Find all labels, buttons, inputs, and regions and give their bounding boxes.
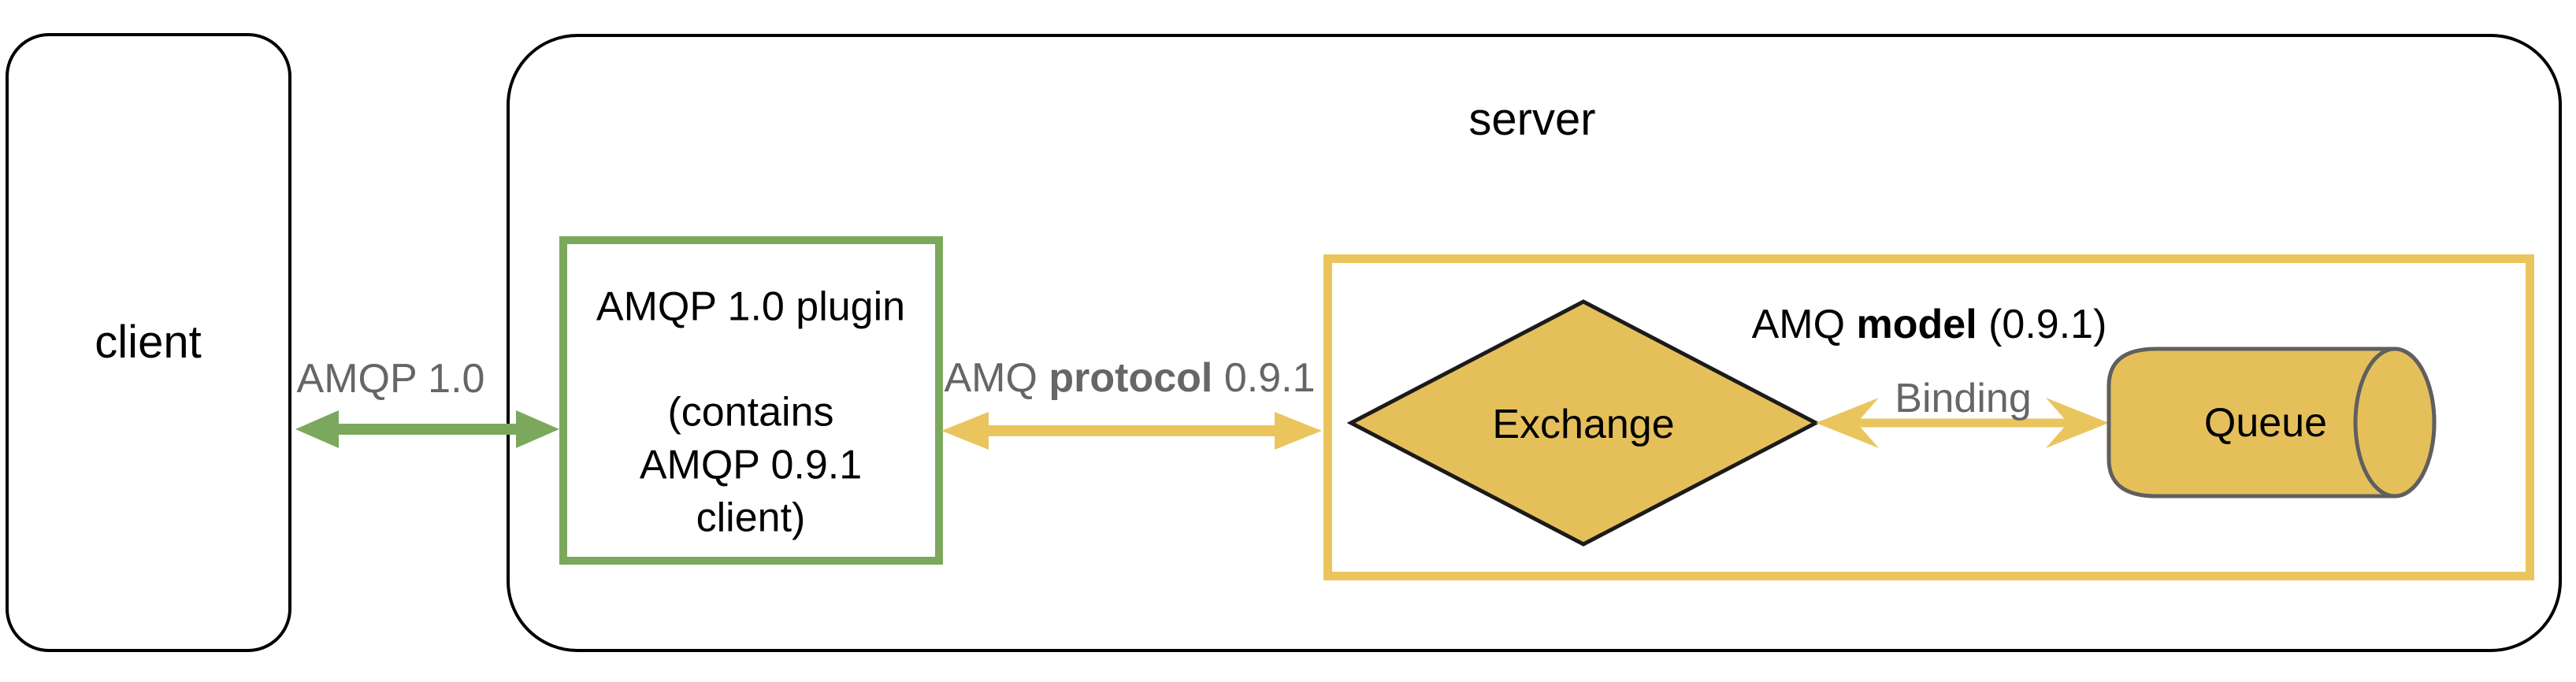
binding-arrowhead-right xyxy=(2046,398,2109,448)
amq-protocol-arrow xyxy=(941,412,1322,450)
exchange-label: Exchange xyxy=(1492,401,1675,447)
amqp10-connection-label: AMQP 1.0 xyxy=(296,355,485,402)
binding-label: Binding xyxy=(1895,375,2032,421)
plugin-text-line1: AMQP 1.0 plugin xyxy=(596,284,906,330)
amq-model-title-suffix: (0.9.1) xyxy=(1977,301,2107,347)
amqp10-arrow xyxy=(295,410,559,448)
plugin-text-line2 xyxy=(596,334,905,387)
amq-protocol-label-bold: protocol xyxy=(1049,354,1213,401)
amq-model-title-prefix: AMQ xyxy=(1751,301,1857,347)
binding-arrow-shaft xyxy=(1853,418,2072,428)
plugin-text-line5: client) xyxy=(696,495,806,541)
client-box xyxy=(6,33,291,652)
amq-model-title-bold: model xyxy=(1856,301,1977,347)
server-label: server xyxy=(1468,94,1596,146)
amqp-plugin-box xyxy=(559,236,943,565)
amq-protocol-label-prefix: AMQ xyxy=(944,354,1049,401)
amqp-plugin-text: AMQP 1.0 plugin (contains AMQP 0.9.1 cli… xyxy=(596,281,905,545)
amq-protocol-connection-label: AMQ protocol 0.9.1 xyxy=(945,354,1316,402)
binding-arrowhead-left xyxy=(1816,398,1879,448)
plugin-text-line4: AMQP 0.9.1 xyxy=(639,442,863,488)
exchange-diamond xyxy=(1346,299,1821,547)
client-label: client xyxy=(95,317,202,369)
amq-model-title: AMQ model (0.9.1) xyxy=(1752,300,2107,349)
queue-label: Queue xyxy=(2203,399,2328,446)
plugin-text-line3: (contains xyxy=(667,389,834,436)
amq-protocol-label-suffix: 0.9.1 xyxy=(1212,354,1316,401)
queue-cylinder-lid xyxy=(2353,347,2437,499)
